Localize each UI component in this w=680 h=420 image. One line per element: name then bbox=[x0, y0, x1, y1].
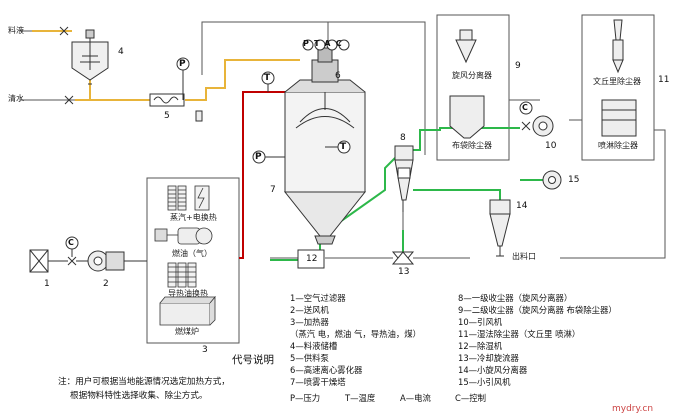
instrument-ptac: PTAC bbox=[303, 39, 347, 48]
heater-coal: 燃煤炉 bbox=[175, 327, 199, 336]
num-8: 8 bbox=[400, 133, 406, 143]
legend-right-4: 11—湿法除尘器（文丘里 喷淋） bbox=[458, 329, 581, 339]
legend-left-1: 1—空气过滤器 bbox=[290, 293, 346, 303]
legend-right-3: 10—引风机 bbox=[458, 317, 503, 327]
feed-pump bbox=[149, 93, 203, 122]
num-12: 12 bbox=[306, 254, 318, 264]
feed-inlet-label: 料液 bbox=[8, 26, 24, 35]
num-1: 1 bbox=[44, 279, 50, 289]
instruments bbox=[176, 39, 351, 164]
code-control: C—控制 bbox=[455, 393, 486, 403]
num-2: 2 bbox=[103, 279, 109, 289]
num-7: 7 bbox=[270, 185, 276, 195]
box9-cyclone-label: 旋风分离器 bbox=[452, 71, 492, 80]
heater-steam-electric: 蒸汽+电换热 bbox=[170, 213, 217, 222]
num-9: 9 bbox=[515, 61, 521, 71]
instrument-t-1: T bbox=[264, 73, 271, 83]
num-14: 14 bbox=[516, 201, 528, 211]
legend-right-8: 15—小引风机 bbox=[458, 377, 511, 387]
legend-left-2: 2—送风机 bbox=[290, 305, 329, 315]
induced-fan-10 bbox=[519, 101, 554, 137]
instrument-t-2: T bbox=[340, 142, 347, 152]
legend-right-2: 9—二级收尘器（旋风分离器 布袋除尘器） bbox=[458, 305, 617, 315]
feed-tank bbox=[71, 29, 109, 81]
num-3: 3 bbox=[202, 345, 208, 355]
box9-bag-label: 布袋除尘器 bbox=[452, 141, 492, 150]
num-13: 13 bbox=[398, 267, 410, 277]
num-15: 15 bbox=[568, 175, 580, 185]
num-10: 10 bbox=[545, 141, 557, 151]
code-temperature: T—温度 bbox=[345, 393, 376, 403]
legend-right-7: 14—小旋风分离器 bbox=[458, 365, 528, 375]
legend-left-5: 4—料液储槽 bbox=[290, 341, 338, 351]
legend-left-3: 3—加热器 bbox=[290, 317, 329, 327]
num-6: 6 bbox=[335, 71, 341, 81]
instrument-p-2: P bbox=[255, 152, 262, 162]
instrument-c-1: C bbox=[68, 238, 74, 247]
small-fan-15 bbox=[542, 170, 562, 190]
legend-left-7: 6—高速离心雾化器 bbox=[290, 365, 363, 375]
legend-left-4: （蒸汽 电，燃油 气，导热油，煤） bbox=[290, 329, 421, 339]
air-filter bbox=[29, 249, 68, 273]
legend-right-5: 12—除湿机 bbox=[458, 341, 503, 351]
dehumidifier bbox=[297, 249, 325, 269]
box9-equipment bbox=[449, 29, 485, 139]
legend-left-6: 5—供料泵 bbox=[290, 353, 329, 363]
cyclone-8 bbox=[394, 145, 414, 212]
box11-venturi-label: 文丘里除尘器 bbox=[593, 77, 641, 86]
hot-air-line bbox=[239, 91, 315, 259]
box11-equipment bbox=[601, 19, 637, 137]
note-line-2: 根据物料特性选择收集、除尘方式。 bbox=[70, 391, 208, 401]
control-valve bbox=[65, 236, 79, 266]
watermark: mydry.cn bbox=[612, 404, 654, 414]
num-11: 11 bbox=[658, 75, 670, 85]
num-5: 5 bbox=[164, 111, 170, 121]
instrument-c-2: C bbox=[522, 103, 528, 112]
num-4: 4 bbox=[118, 47, 124, 57]
blower bbox=[76, 250, 147, 272]
feed-lines bbox=[32, 30, 300, 101]
valves bbox=[59, 26, 92, 105]
cooling-cyclone-13 bbox=[391, 251, 415, 265]
note-line-1: 注：用户可根据当地能源情况选定加热方式， bbox=[58, 377, 230, 387]
code-current: A—电流 bbox=[400, 393, 431, 403]
legend-right-6: 13—冷却旋流器 bbox=[458, 353, 519, 363]
outlet-label: 出料口 bbox=[512, 252, 536, 261]
instrument-p-1: P bbox=[179, 59, 186, 69]
heater-fuel-oil: 燃油（气） bbox=[172, 249, 212, 258]
heater-contents bbox=[154, 185, 216, 326]
small-cyclone-14 bbox=[489, 199, 511, 257]
heater-thermal-oil: 导热油换热 bbox=[168, 289, 208, 298]
code-pressure: P—压力 bbox=[290, 393, 321, 403]
drying-tower bbox=[283, 47, 367, 245]
legend-title: 代号说明 bbox=[232, 354, 274, 366]
water-inlet-label: 清水 bbox=[8, 94, 24, 103]
legend-right-1: 8—一级收尘器（旋风分离器） bbox=[458, 293, 573, 303]
box11-spray-label: 喷淋除尘器 bbox=[598, 141, 638, 150]
legend-left-8: 7—喷雾干燥塔 bbox=[290, 377, 346, 387]
